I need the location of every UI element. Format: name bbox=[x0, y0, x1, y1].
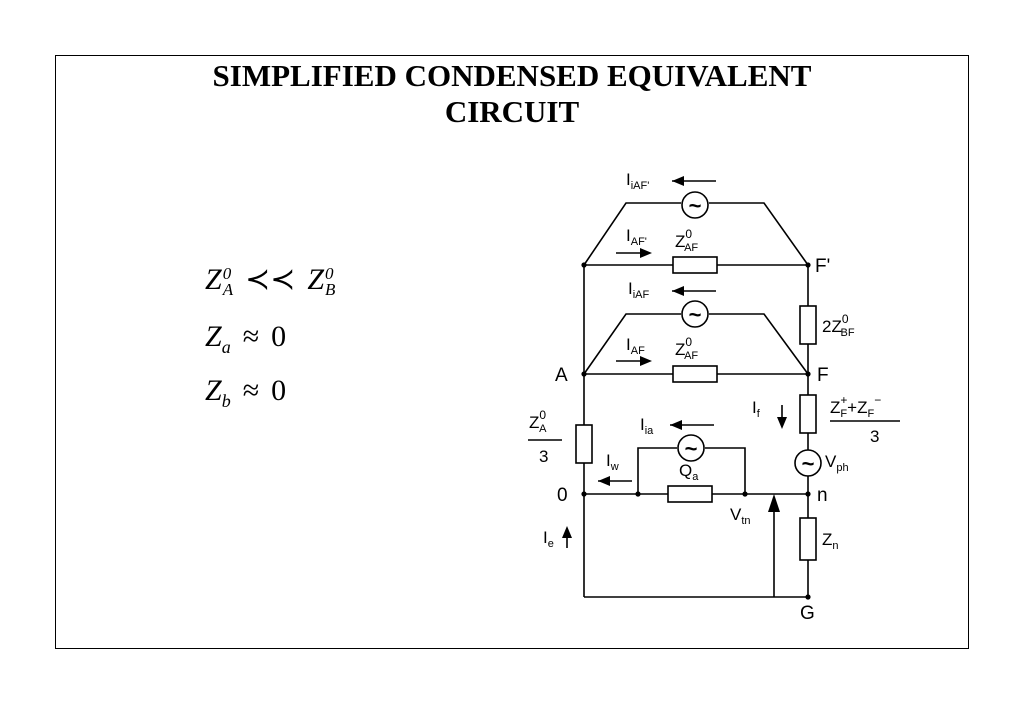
condition-lhs-sup: 0 bbox=[222, 264, 232, 284]
arrowhead-ia bbox=[670, 420, 682, 430]
wire-ia-loop-left bbox=[637, 447, 677, 494]
junction-dot bbox=[805, 371, 811, 377]
node-label-g: G bbox=[800, 603, 815, 624]
label-i-iafp: IiAF' bbox=[626, 170, 649, 192]
junction-dot bbox=[805, 594, 811, 600]
wire-iaf-source-right bbox=[709, 313, 809, 375]
label-i-iaf: IiAF bbox=[628, 279, 650, 301]
condition-relation: ≈ bbox=[242, 320, 260, 353]
arrowhead-vtn bbox=[768, 494, 780, 512]
label-v-tn: Vtn bbox=[730, 505, 751, 527]
junction-dot bbox=[742, 491, 748, 497]
title-line-1: SIMPLIFIED CONDENSED EQUIVALENT bbox=[212, 58, 812, 93]
junction-dot bbox=[581, 262, 587, 268]
voltage-source-vph bbox=[794, 449, 822, 477]
current-source-iafp bbox=[681, 191, 709, 219]
label-i-ia: Iia bbox=[640, 415, 654, 437]
current-source-ia bbox=[677, 434, 705, 462]
current-source-iaf bbox=[681, 300, 709, 328]
arrowhead-iafp2 bbox=[640, 248, 652, 258]
node-label-zero: 0 bbox=[557, 485, 568, 506]
label-v-ph: Vph bbox=[825, 452, 849, 474]
label-z-f-numerator: Z+F+ZF− bbox=[830, 393, 881, 420]
condition-lhs-sub: A bbox=[222, 280, 234, 300]
label-q-a: Qa bbox=[679, 461, 699, 483]
arrowhead-iw bbox=[598, 476, 610, 486]
condition-relation: ≈ bbox=[242, 374, 260, 407]
title-line-2: CIRCUIT bbox=[444, 94, 580, 129]
arrowhead-iaf bbox=[640, 356, 652, 366]
wire-iafp-source-left bbox=[583, 202, 681, 266]
impedance-zf-box bbox=[799, 394, 817, 434]
condition-rhs: 0 bbox=[271, 374, 287, 407]
condition-lhs: Z bbox=[205, 320, 222, 353]
node-label-f: F bbox=[817, 365, 829, 386]
condition-relation: ≺≺ bbox=[245, 263, 296, 296]
label-i-af: IAF bbox=[626, 335, 645, 357]
impedance-zaf-box bbox=[672, 365, 718, 383]
node-label-fprime: F' bbox=[815, 256, 830, 277]
condition-lhs: Z bbox=[205, 374, 222, 407]
slide-title: SIMPLIFIED CONDENSED EQUIVALENT CIRCUIT bbox=[55, 58, 969, 130]
wire-iafp-source-right bbox=[709, 202, 809, 266]
arrowhead-ie bbox=[562, 526, 572, 538]
node-label-a: A bbox=[555, 365, 568, 386]
source-symbol-ia: ~ bbox=[685, 436, 698, 461]
source-symbol-vph: ~ bbox=[802, 451, 815, 476]
junction-dot bbox=[581, 371, 587, 377]
condition-za-approx-zero: Za ≈0 bbox=[205, 320, 286, 358]
source-symbol-iaf: ~ bbox=[689, 302, 702, 327]
impedance-qa-box bbox=[667, 485, 713, 503]
impedance-zafp-box bbox=[672, 256, 718, 274]
slide-frame bbox=[55, 55, 969, 649]
condition-lhs-sub: a bbox=[221, 337, 231, 357]
label-i-w: Iw bbox=[606, 451, 619, 473]
arrowhead-if bbox=[777, 417, 787, 429]
condition-rhs: Z bbox=[307, 263, 325, 296]
arrowhead-iafp bbox=[672, 176, 684, 186]
condition-rhs-sup: 0 bbox=[325, 264, 334, 284]
condition-zb-approx-zero: Zb ≈0 bbox=[205, 374, 286, 412]
wire-ia-loop-right bbox=[705, 447, 746, 494]
node-label-n: n bbox=[817, 485, 828, 506]
condition-rhs: 0 bbox=[271, 320, 287, 353]
junction-dot bbox=[581, 491, 587, 497]
label-i-f: If bbox=[752, 398, 761, 420]
arrowhead-iaf-source bbox=[672, 286, 684, 296]
source-symbol-iafp: ~ bbox=[689, 193, 702, 218]
label-z-n: Zn bbox=[822, 530, 839, 552]
junction-dot bbox=[805, 491, 811, 497]
junction-dot bbox=[635, 491, 641, 497]
impedance-2zbf-box bbox=[799, 305, 817, 345]
impedance-za-box bbox=[575, 424, 593, 464]
label-i-afp: IAF' bbox=[626, 226, 647, 248]
condition-lhs: Z bbox=[205, 263, 222, 296]
impedance-zn-box bbox=[799, 517, 817, 561]
condition-rhs-sub: B bbox=[325, 280, 336, 300]
condition-lhs-sub: b bbox=[221, 391, 231, 411]
wire-iaf-source-left bbox=[583, 313, 681, 375]
label-i-e: Ie bbox=[543, 528, 554, 550]
label-z-a-denominator: 3 bbox=[539, 447, 548, 466]
junction-dot bbox=[805, 262, 811, 268]
label-z-f-denominator: 3 bbox=[870, 427, 879, 446]
